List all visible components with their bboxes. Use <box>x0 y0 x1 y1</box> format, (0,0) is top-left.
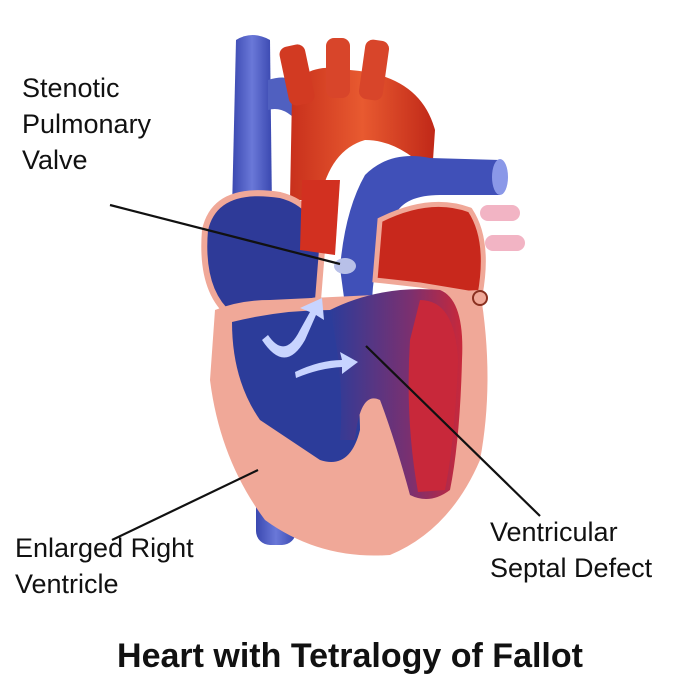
label-line: Stenotic <box>22 73 120 103</box>
label-line: Ventricular <box>490 517 618 547</box>
label-line: Valve <box>22 145 88 175</box>
leader-line <box>365 345 541 517</box>
label-enlarged-right-ventricle: Enlarged Right Ventricle <box>15 530 194 602</box>
label-line: Enlarged Right <box>15 533 194 563</box>
leader-line <box>111 469 259 541</box>
label-stenotic-pulmonary-valve: Stenotic Pulmonary Valve <box>22 70 151 178</box>
aorta <box>290 67 435 201</box>
flow-arrow-icon <box>295 352 358 378</box>
label-ventricular-septal-defect: Ventricular Septal Defect <box>490 514 652 586</box>
flow-arrow-icon <box>262 298 324 358</box>
stenotic-pulmonary-valve <box>334 258 356 274</box>
enlarged-right-ventricle <box>232 310 360 462</box>
leader-line <box>109 203 341 266</box>
label-line: Septal Defect <box>490 553 653 583</box>
label-line: Ventricle <box>15 569 119 599</box>
superior-vena-cava <box>232 35 272 210</box>
pulmonary-artery <box>340 156 500 305</box>
label-line: Pulmonary <box>22 109 152 139</box>
diagram-title: Heart with Tetralogy of Fallot <box>117 637 583 675</box>
